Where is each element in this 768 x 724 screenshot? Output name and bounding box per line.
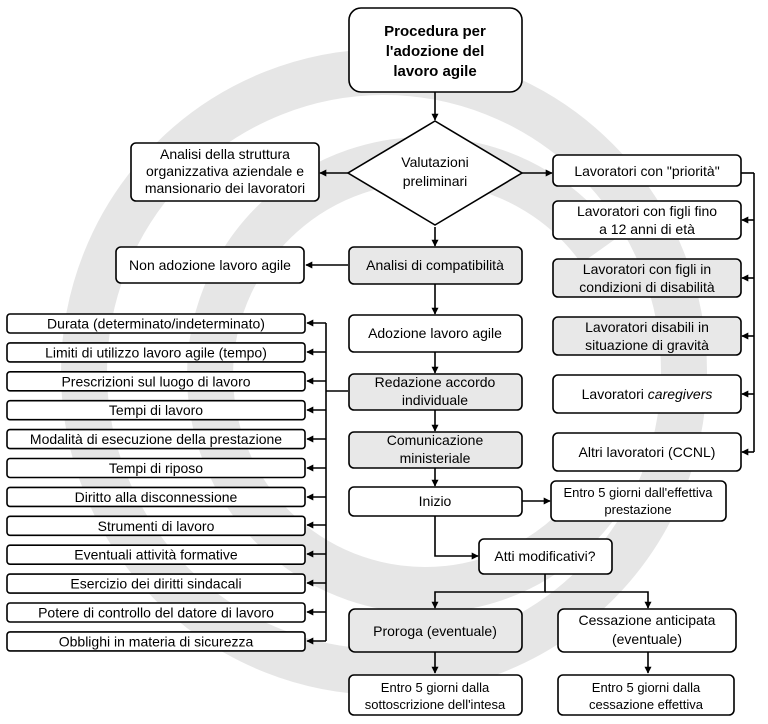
redazione-line-1: Redazione accordo [375,374,496,390]
accordo-item: Prescrizioni sul luogo di lavoro [6,370,306,392]
accordo-item-box [6,428,306,450]
atti-label: Atti modificativi? [494,548,595,564]
accordo-item-label: Tempi di riposo [109,460,203,476]
priority-disabili-box: Lavoratori disabili in situazione di gra… [552,316,742,356]
cessazione-line-2: (eventuale) [612,631,682,647]
comunicazione-line-2: ministeriale [400,450,471,466]
accordo-item-box [6,515,306,537]
entro-cessazione-line-1: Entro 5 giorni dalla [592,680,701,695]
caregivers-prefix: Lavoratori [582,386,648,402]
accordo-item-box [6,313,306,334]
priority-figli-disabilita-box: Lavoratori con figli in condizioni di di… [552,258,742,298]
cessazione-line-1: Cessazione anticipata [579,612,716,628]
figli-12-line-1: Lavoratori con figli fino [577,203,717,219]
accordo-item-label: Durata (determinato/indeterminato) [47,316,265,332]
accordo-item-box [6,486,306,508]
entro-cessazione-box: Entro 5 giorni dalla cessazione effettiv… [557,674,735,716]
title-line-3: lavoro agile [393,63,476,80]
accordo-item: Durata (determinato/indeterminato) [6,313,306,334]
accordo-item: Modalità di esecuzione della prestazione [6,428,306,450]
accordo-item: Potere di controllo del datore di lavoro [6,602,306,623]
valutazioni-line-1: Valutazioni [401,154,468,170]
analisi-struttura-line-2: organizzativa aziendale e [146,163,304,179]
disabili-line-1: Lavoratori disabili in [585,319,709,335]
accordo-item-box [6,544,306,566]
accordo-item: Esercizio dei diritti sindacali [6,573,306,594]
accordo-item: Diritto alla disconnessione [6,486,306,508]
adozione-box: Adozione lavoro agile [348,314,523,353]
accordo-item-label: Obblighi in materia di sicurezza [59,633,254,649]
figli-disabilita-line-1: Lavoratori con figli in [583,261,711,277]
accordo-item-label: Tempi di lavoro [109,402,203,418]
entro-inizio-line-2: prestazione [604,502,671,517]
inizio-box: Inizio [348,486,523,517]
accordo-item-label: Prescrizioni sul luogo di lavoro [61,373,250,389]
accordo-item-label: Limiti di utilizzo lavoro agile (tempo) [45,344,267,360]
redazione-accordo-box: Redazione accordo individuale [348,373,523,411]
accordo-item-box [6,457,306,479]
accordo-item-box [6,631,306,652]
entro-sottoscrizione-box: Entro 5 giorni dalla sottoscrizione dell… [348,674,523,716]
figli-12-line-2: a 12 anni di età [599,221,695,237]
accordo-item-box [6,602,306,623]
proroga-box: Proroga (eventuale) [348,608,523,653]
priority-header-box: Lavoratori con "priorità" [552,154,742,187]
accordo-item-box [6,370,306,392]
accordo-item-box [6,342,306,363]
analisi-struttura-line-3: mansionario dei lavoratori [145,180,305,196]
priority-figli-12-box: Lavoratori con figli fino a 12 anni di e… [552,200,742,240]
caregivers-label: Lavoratori caregivers [582,386,713,402]
accordo-item-label: Eventuali attività formative [74,547,238,563]
entro-proroga-line-1: Entro 5 giorni dalla [381,680,490,695]
accordo-items-list: Durata (determinato/indeterminato) Limiti… [6,313,306,652]
analisi-struttura-line-1: Analisi della struttura [160,146,290,162]
priority-caregivers-box: Lavoratori caregivers [552,374,742,414]
comunicazione-line-1: Comunicazione [387,432,484,448]
figli-disabilita-line-2: condizioni di disabilità [579,279,715,295]
connectors [305,92,755,674]
proroga-label: Proroga (eventuale) [373,623,497,639]
entro-inizio-line-1: Entro 5 giorni dall'effettiva [564,485,714,500]
cessazione-box: Cessazione anticipata (eventuale) [557,608,737,653]
inizio-label: Inizio [419,493,452,509]
non-adozione-label: Non adozione lavoro agile [129,257,291,273]
entro-effettiva-prestazione-box: Entro 5 giorni dall'effettiva prestazion… [550,480,727,522]
accordo-item-label: Potere di controllo del datore di lavoro [38,605,274,621]
accordo-item: Strumenti di lavoro [6,515,306,537]
accordo-item: Tempi di riposo [6,457,306,479]
caregivers-italic: caregivers [648,386,713,402]
non-adozione-box: Non adozione lavoro agile [115,246,305,284]
valutazioni-line-2: preliminari [403,173,468,189]
altri-label: Altri lavoratori (CCNL) [579,444,716,460]
entro-proroga-line-2: sottoscrizione dell'intesa [365,697,506,712]
disabili-line-2: situazione di gravità [585,337,709,353]
accordo-item: Eventuali attività formative [6,544,306,566]
entro-cessazione-line-2: cessazione effettiva [589,697,704,712]
accordo-item-label: Strumenti di lavoro [98,518,215,534]
comunicazione-box: Comunicazione ministeriale [348,431,523,469]
accordo-item: Limiti di utilizzo lavoro agile (tempo) [6,342,306,363]
decision-valutazioni-preliminari: Valutazioni preliminari [346,120,524,226]
redazione-line-2: individuale [402,392,468,408]
analisi-struttura-box: Analisi della struttura organizzativa az… [130,142,320,202]
title-line-1: Procedura per [384,23,486,40]
accordo-item-label: Modalità di esecuzione della prestazione [30,431,282,447]
priority-header-label: Lavoratori con "priorità" [574,163,719,179]
accordo-item-box [6,573,306,594]
adozione-label: Adozione lavoro agile [368,325,502,341]
accordo-item: Obblighi in materia di sicurezza [6,631,306,652]
accordo-item-label: Diritto alla disconnessione [75,489,238,505]
atti-modificativi-box: Atti modificativi? [478,538,613,575]
analisi-compatibilita-box: Analisi di compatibilità [348,246,523,285]
accordo-item-label: Esercizio dei diritti sindacali [70,576,241,592]
compatibilita-label: Analisi di compatibilità [366,257,504,273]
accordo-item: Tempi di lavoro [6,399,306,421]
priority-altri-box: Altri lavoratori (CCNL) [552,432,742,472]
title-box: Procedura per l'adozione del lavoro agil… [348,7,523,93]
title-line-2: l'adozione del [386,43,485,60]
accordo-item-box [6,399,306,421]
